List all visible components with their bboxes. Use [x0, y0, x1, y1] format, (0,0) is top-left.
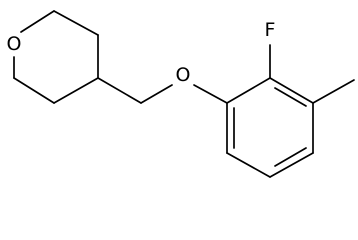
bond-c4-c5	[53, 77, 99, 104]
bond-ar-c4-c5	[269, 152, 314, 178]
structure-drawing: O O F	[7, 10, 355, 178]
bond-ar-c1-c2	[226, 77, 271, 104]
bond-c4-ch2	[97, 77, 142, 104]
fluorine-label: F	[265, 19, 276, 41]
ring-oxygen-label: O	[7, 33, 22, 55]
substituents: F	[265, 19, 355, 104]
ether-oxygen-label: O	[176, 64, 191, 86]
bond-c5-c6	[13, 77, 55, 104]
bond-o-c2	[20, 10, 55, 33]
molecule-diagram: O O F	[7, 10, 355, 178]
bond-c-methyl	[312, 79, 355, 104]
benzene-ring	[226, 77, 314, 178]
bond-c2-c3	[53, 10, 99, 36]
double-bond-inner-1	[274, 87, 307, 107]
double-bond-inner-2	[274, 147, 307, 167]
bond-ch2-o	[140, 84, 173, 104]
methyleneoxy-linker: O	[97, 64, 228, 104]
bond-ar-c2-c3	[269, 77, 314, 104]
bond-ar-c5-c6	[226, 152, 271, 178]
tetrahydropyran-ring: O	[7, 10, 99, 104]
bond-o-aryl	[193, 84, 228, 104]
